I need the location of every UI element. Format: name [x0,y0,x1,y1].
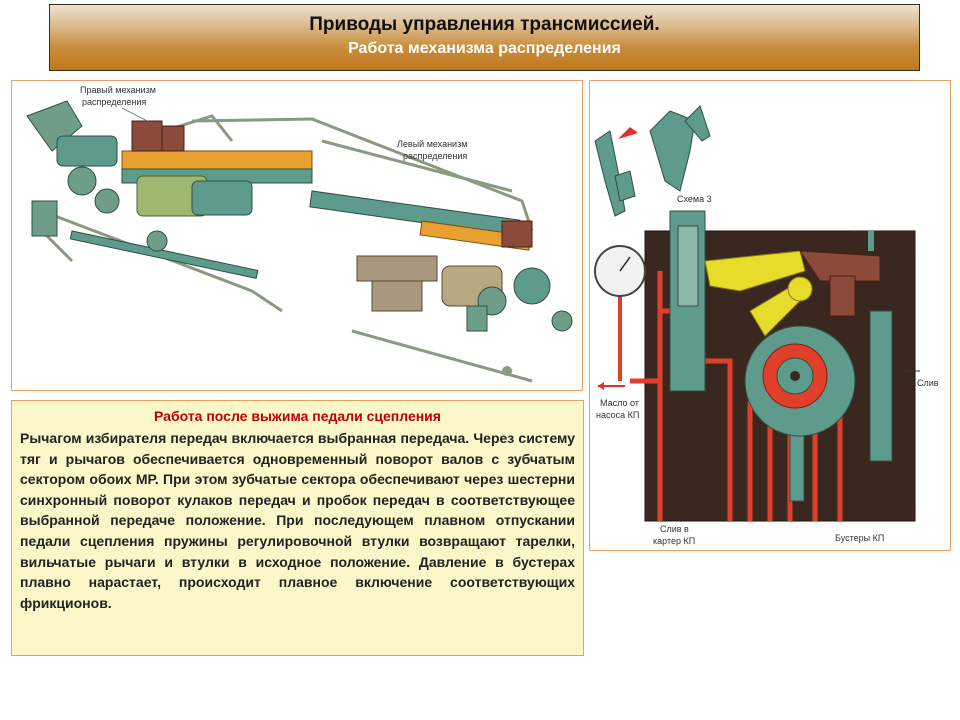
distribution-mechanisms-illustration: Правый механизм распределения Левый меха… [26,85,573,383]
description-box: Работа после выжима педали сцепления Рыч… [11,400,584,656]
rotary-distributor [744,325,856,437]
drain-to-case-label-line2: картер КП [653,536,695,546]
slide-title-bar: Приводы управления трансмиссией. Работа … [49,4,920,71]
drain-to-case-label-line1: Слив в [660,524,689,534]
right-distribution-mechanism [26,100,313,279]
oil-from-pump-label-line2: насоса КП [596,410,639,420]
illustration-labels: Правый механизм распределения Левый меха… [80,85,467,161]
lever-linkage [594,105,711,217]
boosters-label: Бустеры КП [835,533,884,543]
description-heading: Работа после выжима педали сцепления [154,408,441,424]
pressure-gauge [594,245,646,381]
left-distribution-mechanism [309,190,573,376]
scheme-number-label: Схема 3 [677,194,712,204]
mechanism-illustration-panel: Правый механизм распределения Левый меха… [11,80,583,391]
oil-from-pump-label-line1: Масло от [600,398,639,408]
left-mechanism-label-line2: распределения [403,151,467,161]
right-mechanism-label-line2: распределения [82,97,146,107]
slide-subtitle: Работа механизма распределения [348,40,621,57]
description-body: Рычагом избирателя передач включается вы… [20,430,575,611]
slide-title: Приводы управления трансмиссией. [309,14,660,35]
left-mechanism-label-line1: Левый механизм [397,139,467,149]
drain-label: Слив [917,378,939,388]
right-mechanism-label-line1: Правый механизм [80,85,156,95]
hydraulic-scheme-illustration: Схема 3 Масло от насоса КП Слив Слив в к… [594,105,939,546]
hydraulic-scheme-panel: Схема 3 Масло от насоса КП Слив Слив в к… [589,80,951,551]
scheme-labels: Схема 3 Масло от насоса КП Слив Слив в к… [596,194,939,546]
